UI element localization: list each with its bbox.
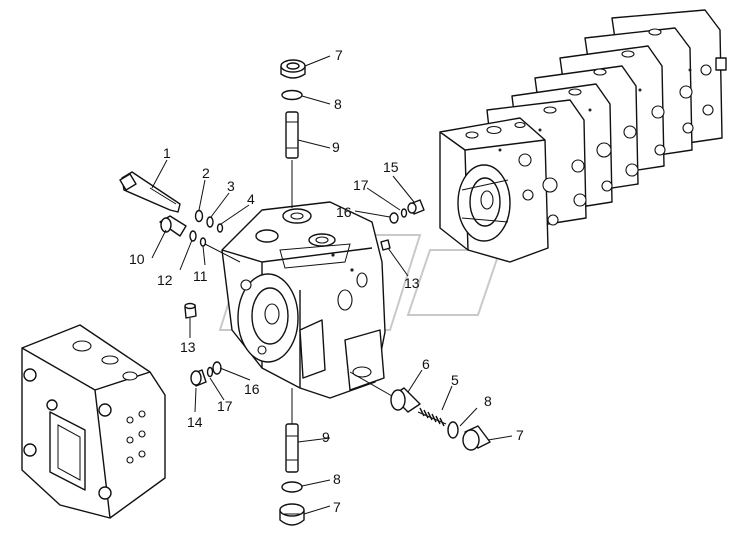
part-17-ring-lower	[206, 366, 214, 378]
axis-line-right	[349, 371, 393, 397]
callout-14: 14	[187, 414, 203, 430]
part-8-oring-right	[447, 421, 459, 439]
part-9-spool-top	[285, 111, 299, 159]
part-4-ring	[216, 223, 224, 233]
part-6-sleeve	[390, 387, 421, 413]
callout-17-upper: 17	[353, 177, 369, 193]
part-13-plug-right	[380, 239, 391, 251]
part-1-long-bolt	[119, 171, 181, 213]
callout-9-top: 9	[332, 139, 340, 155]
end-cover-block	[21, 324, 166, 519]
part-12-ring	[189, 230, 197, 242]
callout-9-bottom: 9	[322, 429, 330, 445]
callout-16-upper: 16	[336, 204, 352, 220]
part-2-ring	[194, 209, 204, 223]
callout-labels: 1 2 3 4 5 6 7 7 7 8 8 8 9 9 10 11 12 13 …	[129, 47, 524, 515]
part-3-ring	[206, 216, 214, 228]
part-14-plug-lower	[190, 369, 207, 387]
callout-8-bottom: 8	[333, 471, 341, 487]
callout-13-left: 13	[180, 339, 196, 355]
part-9-spool-bottom	[285, 423, 299, 473]
callout-13-right: 13	[404, 275, 420, 291]
callout-11: 11	[193, 268, 208, 284]
valve-stack-assembly	[439, 9, 727, 263]
callout-8-right: 8	[484, 393, 492, 409]
part-5-spring	[417, 407, 447, 427]
callout-3: 3	[227, 178, 235, 194]
callout-4: 4	[247, 191, 255, 207]
callout-1: 1	[163, 145, 171, 161]
part-7-cap-bottom	[279, 503, 305, 526]
part-11-ring	[199, 237, 207, 247]
part-15-plug-upper	[407, 199, 425, 215]
part-16-ring-lower	[212, 361, 222, 375]
part-7-cap-right	[462, 425, 491, 451]
leader-lines	[151, 55, 513, 515]
callout-2: 2	[202, 165, 210, 181]
part-10-plug	[159, 215, 187, 237]
callout-16-lower: 16	[244, 381, 260, 397]
part-8-oring-bottom	[281, 481, 303, 493]
central-valve-body	[221, 201, 386, 399]
part-13-plug-left	[184, 302, 197, 319]
callout-6: 6	[422, 356, 430, 372]
callout-8-top: 8	[334, 96, 342, 112]
callout-15: 15	[383, 159, 399, 175]
callout-5: 5	[451, 372, 459, 388]
callout-10: 10	[129, 251, 145, 267]
callout-7-bottom: 7	[333, 499, 341, 515]
callout-17-lower: 17	[217, 398, 233, 414]
callout-7-top: 7	[335, 47, 343, 63]
callout-7-right: 7	[516, 427, 524, 443]
part-7-cap-top	[280, 59, 306, 79]
part-16-ring-upper	[389, 212, 399, 224]
callout-12: 12	[157, 272, 173, 288]
part-8-oring-top	[281, 89, 303, 101]
part-17-ring-upper	[400, 208, 408, 218]
axis-line-left	[204, 243, 241, 263]
